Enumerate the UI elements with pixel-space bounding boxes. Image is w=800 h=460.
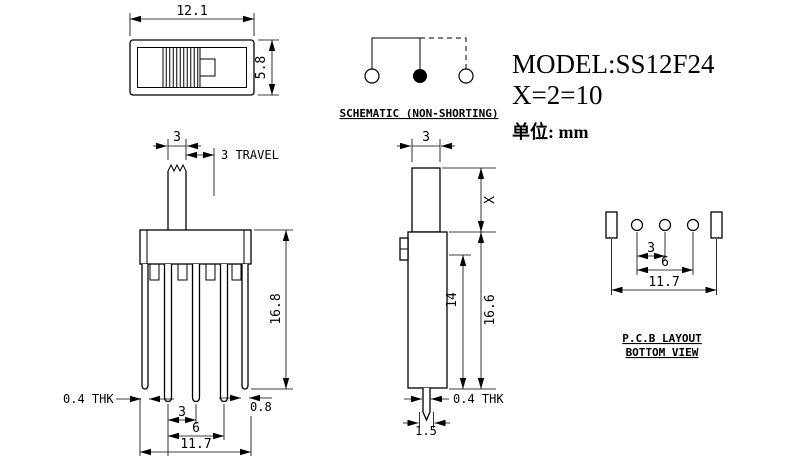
dim-knob-width: 3 — [173, 130, 181, 145]
schematic-view: SCHEMATIC (NON-SHORTING) — [340, 37, 499, 120]
common-terminal-icon — [413, 69, 427, 83]
schematic-wire-solid — [371, 37, 421, 69]
extension-lines — [258, 39, 279, 96]
pcb-label-line2: BOTTOM VIEW — [626, 346, 699, 359]
schematic-wire-dashed — [420, 37, 467, 69]
dim-knob-depth: 3 — [422, 130, 430, 145]
housing-seams — [146, 230, 245, 264]
dim-total-height: 16.8 — [269, 293, 284, 324]
unit-text: 单位: mm — [512, 121, 588, 142]
pcb-hole-2 — [658, 218, 672, 232]
housing-tab — [149, 263, 160, 281]
x-spec-text: X=2=10 — [512, 80, 602, 110]
slider-actuator — [199, 58, 216, 77]
dim-pin-thickness: 0.4 THK — [453, 392, 504, 406]
slider-knob-hatched — [162, 47, 201, 88]
housing-outline — [139, 229, 252, 265]
pin-3 — [219, 264, 229, 403]
body-outline — [407, 231, 448, 389]
pin-1 — [163, 264, 173, 403]
actuator-outline — [411, 167, 441, 233]
housing-tab — [205, 263, 216, 281]
pcb-hole-3 — [686, 218, 700, 232]
dim-pin-span: 6 — [192, 421, 200, 436]
extension-lines — [411, 139, 441, 162]
dim-pin-pitch: 3 — [178, 405, 186, 420]
pcb-hole-1 — [630, 218, 644, 232]
pcb-layout-view: 3 6 11.7 P.C.B LAYOUT BOTTOM VIEW — [605, 211, 723, 359]
top-view: 12.1 5.8 — [129, 4, 279, 96]
schematic-label: SCHEMATIC (NON-SHORTING) — [340, 107, 499, 120]
model-text: MODEL:SS12F24 — [512, 49, 715, 79]
extension-lines — [139, 398, 252, 456]
dim-x-height: X — [483, 196, 498, 204]
terminal-1-icon — [364, 68, 380, 84]
dim-body-height: 16.6 — [483, 294, 498, 325]
dim-pin-tip: 1.5 — [415, 424, 437, 438]
pcb-label-line1: P.C.B LAYOUT — [622, 332, 702, 345]
dim-travel: 3 TRAVEL — [221, 148, 279, 162]
front-view: 3 3 TRAVEL 16.8 3 6 11.7 0.4 THK 0.8 — [63, 130, 293, 456]
housing-tab — [231, 263, 242, 281]
actuator-break-line — [167, 163, 187, 173]
housing-tab — [177, 263, 188, 281]
dim-thickness: 0.4 THK — [63, 392, 114, 406]
mounting-stub-right — [241, 264, 249, 390]
side-view: 3 X 16.6 14 0.4 THK 1.5 — [397, 130, 504, 438]
dim-slot-span: 11.7 — [648, 275, 679, 290]
pcb-slot-left — [605, 211, 618, 239]
pcb-slot-right — [710, 211, 723, 239]
title-block: MODEL:SS12F24 X=2=10 单位: mm — [512, 49, 715, 142]
pin-2 — [191, 264, 201, 403]
dim-tab-width: 0.8 — [250, 400, 272, 414]
pin-side — [422, 388, 431, 422]
dim-top-width: 12.1 — [176, 4, 207, 19]
dim-inner-height: 14 — [445, 292, 460, 308]
terminal-2-icon — [458, 68, 474, 84]
mounting-stub-left — [141, 264, 149, 390]
dim-body-width: 11.7 — [180, 437, 211, 452]
extension-lines — [442, 167, 496, 390]
dim-hole-pitch: 3 — [647, 241, 655, 256]
dim-top-height: 5.8 — [254, 56, 269, 79]
dim-hole-span: 6 — [661, 255, 669, 270]
extension-lines — [419, 412, 434, 428]
